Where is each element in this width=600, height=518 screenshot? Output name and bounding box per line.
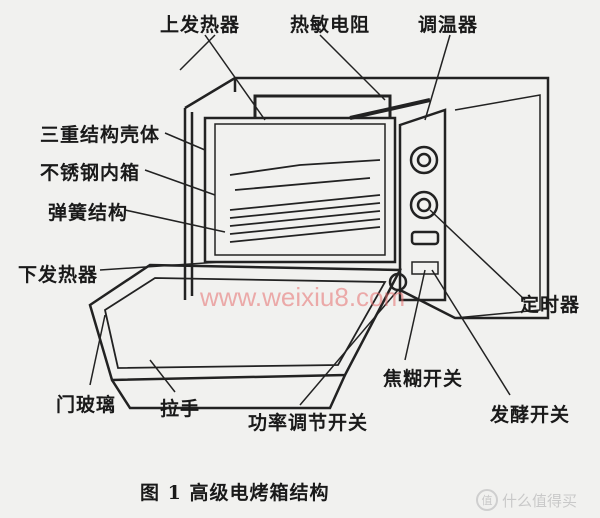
oven-rack bbox=[229, 159, 381, 243]
logo-mark-icon: 值 bbox=[476, 489, 498, 511]
label-thermostat: 调温器 bbox=[418, 14, 479, 36]
label-timer: 定时器 bbox=[520, 294, 581, 316]
label-lower-heater: 下发热器 bbox=[18, 264, 99, 286]
label-handle: 拉手 bbox=[160, 398, 201, 420]
control-panel bbox=[398, 108, 447, 302]
label-thermistor: 热敏电阻 bbox=[290, 14, 371, 36]
logo-text: 什么值得买 bbox=[502, 491, 578, 510]
thermostat-knob bbox=[409, 145, 439, 175]
label-inner-box: 不锈钢内箱 bbox=[40, 162, 141, 184]
label-scorch-switch: 焦糊开关 bbox=[383, 368, 464, 390]
label-ferment-switch: 发酵开关 bbox=[490, 404, 571, 426]
oven-door bbox=[88, 263, 403, 382]
timer-knob bbox=[409, 190, 439, 220]
watermark: www.weixiu8.com bbox=[200, 282, 406, 312]
inner-box bbox=[203, 116, 397, 264]
label-triple-shell: 三重结构壳体 bbox=[40, 124, 161, 146]
label-power-switch: 功率调节开关 bbox=[248, 412, 369, 434]
site-logo: 值 什么值得买 bbox=[476, 489, 577, 511]
label-spring: 弹簧结构 bbox=[48, 202, 129, 224]
figure-caption: 图 1 高级电烤箱结构 bbox=[140, 482, 330, 504]
label-upper-heater: 上发热器 bbox=[160, 14, 241, 36]
oven-shell bbox=[184, 76, 550, 320]
label-door-glass: 门玻璃 bbox=[56, 394, 117, 416]
